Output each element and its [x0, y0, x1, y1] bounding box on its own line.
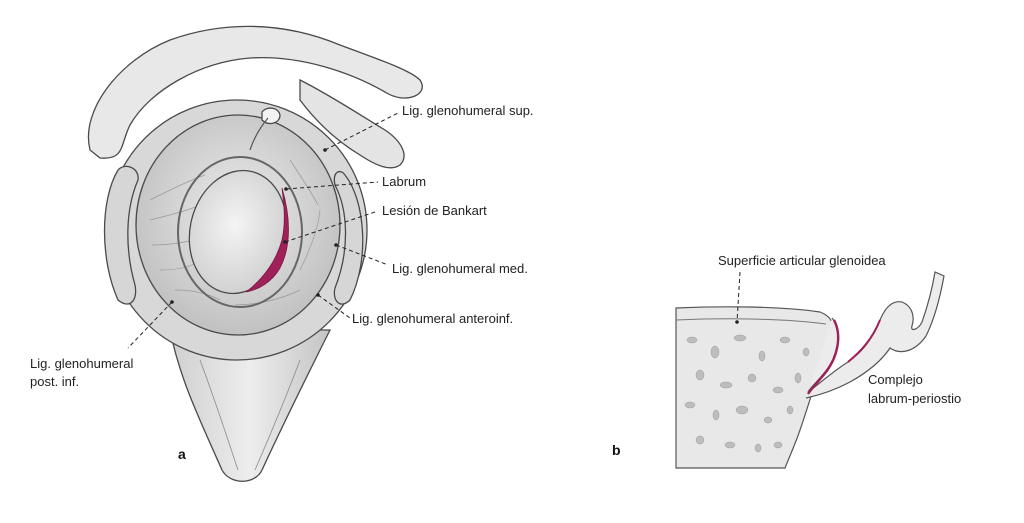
label-lig-med: Lig. glenohumeral med. [392, 261, 528, 276]
bankart-lesion [245, 187, 289, 293]
coracoid [299, 78, 405, 169]
panel-b-lesion [807, 319, 840, 395]
panel-a-leaders [127, 112, 399, 349]
panel-b-letter: b [612, 442, 621, 458]
panel-b-drawing [675, 271, 945, 469]
label-lig-post-inf-line2: post. inf. [30, 374, 80, 389]
labrum-ring [177, 156, 303, 308]
label-lig-post-inf-line1: Lig. glenohumeral [30, 356, 134, 371]
label-lig-sup: Lig. glenohumeral sup. [402, 103, 534, 118]
rotator-cuff-left [103, 165, 139, 305]
label-bankart: Lesión de Bankart [382, 203, 487, 218]
panel-a-letter: a [178, 446, 186, 462]
label-complejo-line1: Complejo [868, 372, 923, 387]
scapula-neck [169, 329, 332, 482]
panel-a-drawing [87, 25, 423, 482]
label-complejo-line2: labrum-periostio [868, 391, 962, 406]
label-superficie: Superficie articular glenoidea [718, 253, 886, 268]
label-lig-anteroinf: Lig. glenohumeral anteroinf. [352, 311, 514, 326]
acromion [87, 25, 423, 159]
label-labrum: Labrum [382, 174, 427, 189]
rotator-cuff-right [333, 171, 364, 305]
